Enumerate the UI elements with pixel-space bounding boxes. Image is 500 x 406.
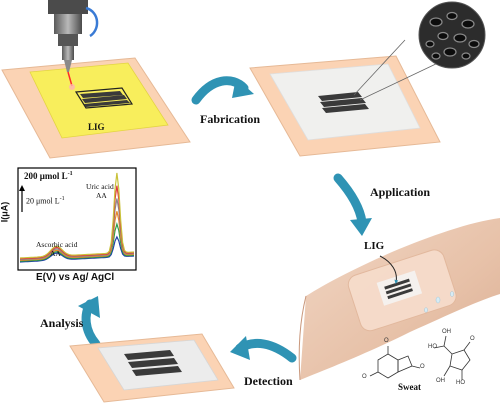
- voltammogram-curve: [19, 198, 135, 261]
- uric-acid-structure: [369, 346, 421, 379]
- ascorbic-acid-structure: [433, 335, 471, 380]
- conc-bottom-label: 20 μmol L-1: [26, 196, 65, 206]
- electrode-pattern-3: [124, 350, 182, 376]
- step-analysis: Analysis: [40, 316, 84, 330]
- uric-acid-label: Uric acid: [86, 182, 114, 191]
- sweat-label: Sweat: [398, 382, 421, 392]
- voltammogram-curve: [19, 221, 135, 262]
- electrode-pattern-2: [318, 92, 369, 113]
- voltammogram-curve: [19, 211, 135, 261]
- arm-patch: [347, 249, 457, 332]
- voltammogram-plot: [17, 167, 137, 271]
- arrow-application: [333, 173, 372, 236]
- sweat-droplets: [424, 291, 454, 313]
- voltammogram-curve: [19, 185, 135, 260]
- board-fabricated: [249, 1, 486, 157]
- arm-wearable: [298, 218, 500, 381]
- arrow-fabrication: [191, 76, 254, 105]
- arrow-analysis: [78, 296, 101, 349]
- step-application: Application: [370, 185, 431, 199]
- board-detection: [69, 333, 235, 403]
- laser-head: [48, 0, 99, 90]
- y-axis-label: I(μA): [0, 201, 10, 223]
- board-laser-writing: [1, 0, 191, 159]
- plot-curves: [19, 172, 135, 263]
- voltammogram-curve: [19, 235, 135, 263]
- ascorbic-acid-label: Ascorbic acid: [36, 240, 78, 249]
- plot-frame: [17, 167, 137, 271]
- x-axis-label: E(V) vs Ag/ AgCl: [36, 272, 115, 283]
- step-fabrication: Fabrication: [200, 112, 260, 126]
- voltammogram-curve: [19, 172, 135, 259]
- ascorbic-acid-abbr: AA: [50, 249, 61, 258]
- lig-arm-label: LIG: [364, 240, 385, 252]
- conc-top-label: 200 μmol L-1: [24, 171, 73, 181]
- electrode-pattern-1: [74, 87, 134, 109]
- sem-porous-inset: [418, 1, 486, 69]
- uric-acid-abbr: AA: [96, 191, 107, 200]
- step-detection: Detection: [244, 374, 293, 388]
- arrow-detection: [230, 336, 297, 363]
- lig-board-label: LIG: [88, 122, 105, 132]
